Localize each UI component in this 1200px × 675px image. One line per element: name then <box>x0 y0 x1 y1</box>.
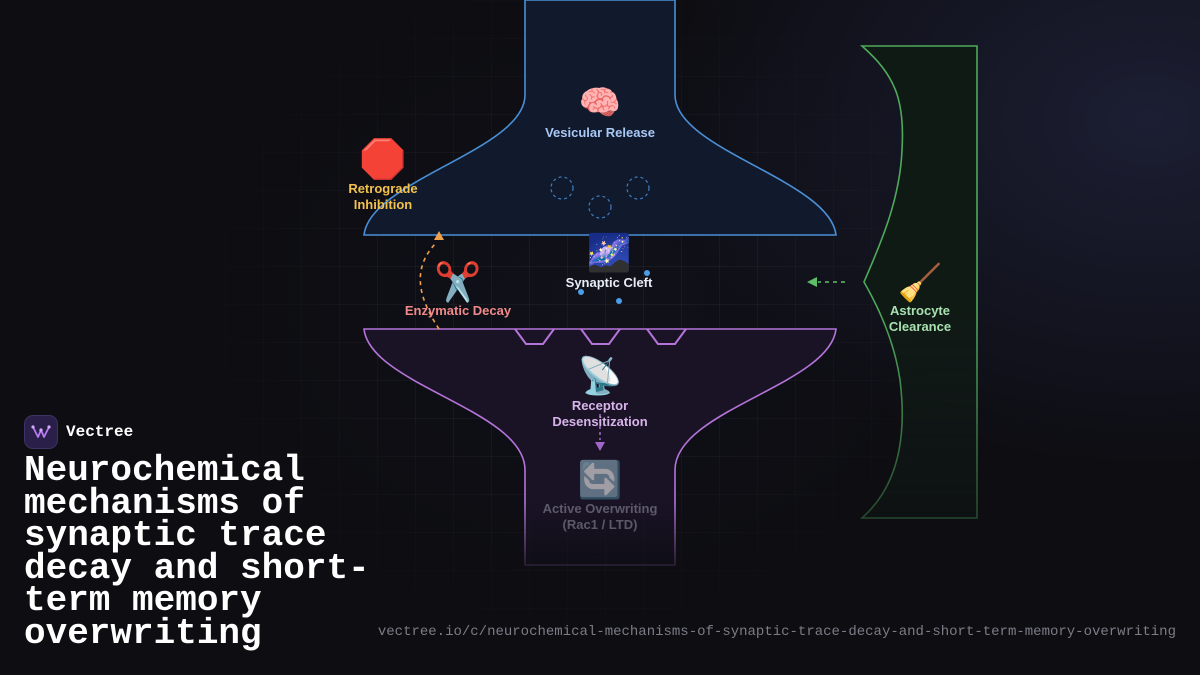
receptor-desensitization-label-line2: Desensitization <box>552 414 647 429</box>
vesicular-release-label: Vesicular Release <box>545 125 655 140</box>
retrograde-arrow <box>419 242 440 330</box>
neurotransmitter-dot <box>644 270 650 276</box>
satellite-antenna-icon: 📡 <box>578 353 623 397</box>
retrograde-inhibition-label-line1: Retrograde <box>348 181 417 196</box>
active-overwriting-label-line1: Active Overwriting <box>543 501 658 516</box>
node-active-overwriting: 🔄 Active Overwriting (Rac1 / LTD) <box>543 459 658 532</box>
node-receptor-desensitization: 📡 Receptor Desensitization <box>552 353 647 429</box>
brain-icon: 🧠 <box>579 83 621 123</box>
brand-name: Vectree <box>66 423 134 441</box>
brand: Vectree <box>24 415 133 449</box>
receptor <box>646 328 687 345</box>
vectree-logo-icon <box>31 425 51 438</box>
vesicle <box>550 176 574 200</box>
astrocyte-uptake-arrowhead <box>807 277 817 287</box>
receptor-to-overwriting-arrowhead <box>595 442 605 451</box>
receptors <box>514 328 687 345</box>
vectree-logo <box>24 415 58 449</box>
neurotransmitter-dot <box>578 289 584 295</box>
counterclockwise-arrows-icon: 🔄 <box>578 459 623 501</box>
page-url[interactable]: vectree.io/c/neurochemical-mechanisms-of… <box>377 624 1176 640</box>
node-vesicular-release: 🧠 Vesicular Release <box>545 83 655 140</box>
page-title: Neurochemical mechanisms of synaptic tra… <box>24 450 370 654</box>
receptor <box>580 328 621 345</box>
astrocyte-clearance-label-line1: Astrocyte <box>890 303 950 318</box>
vesicle <box>588 195 612 219</box>
stop-sign-icon: 🛑 <box>359 137 406 181</box>
broom-icon: 🧹 <box>898 262 943 304</box>
active-overwriting-label-line2: (Rac1 / LTD) <box>563 517 638 532</box>
retrograde-arrowhead <box>434 231 444 240</box>
vesicle <box>626 176 650 200</box>
enzymatic-decay-label: Enzymatic Decay <box>405 303 512 318</box>
retrograde-inhibition-label-line2: Inhibition <box>354 197 413 212</box>
node-retrograde-inhibition: 🛑 Retrograde Inhibition <box>348 137 417 212</box>
neurotransmitters <box>578 270 650 304</box>
node-synaptic-cleft: 🌌 Synaptic Cleft <box>566 232 653 290</box>
receptor <box>514 328 555 345</box>
node-astrocyte-clearance: 🧹 Astrocyte Clearance <box>889 262 951 334</box>
neurotransmitter-dot <box>616 298 622 304</box>
synaptic-cleft-label: Synaptic Cleft <box>566 275 653 290</box>
scissors-icon: ✂️ <box>434 259 481 304</box>
vesicles <box>550 176 650 219</box>
node-enzymatic-decay: ✂️ Enzymatic Decay <box>405 259 512 318</box>
presynaptic-terminal <box>363 0 837 236</box>
receptor-desensitization-label-line1: Receptor <box>572 398 628 413</box>
milky-way-icon: 🌌 <box>587 232 632 274</box>
astrocyte-clearance-label-line2: Clearance <box>889 319 951 334</box>
astrocyte-process <box>859 45 978 519</box>
